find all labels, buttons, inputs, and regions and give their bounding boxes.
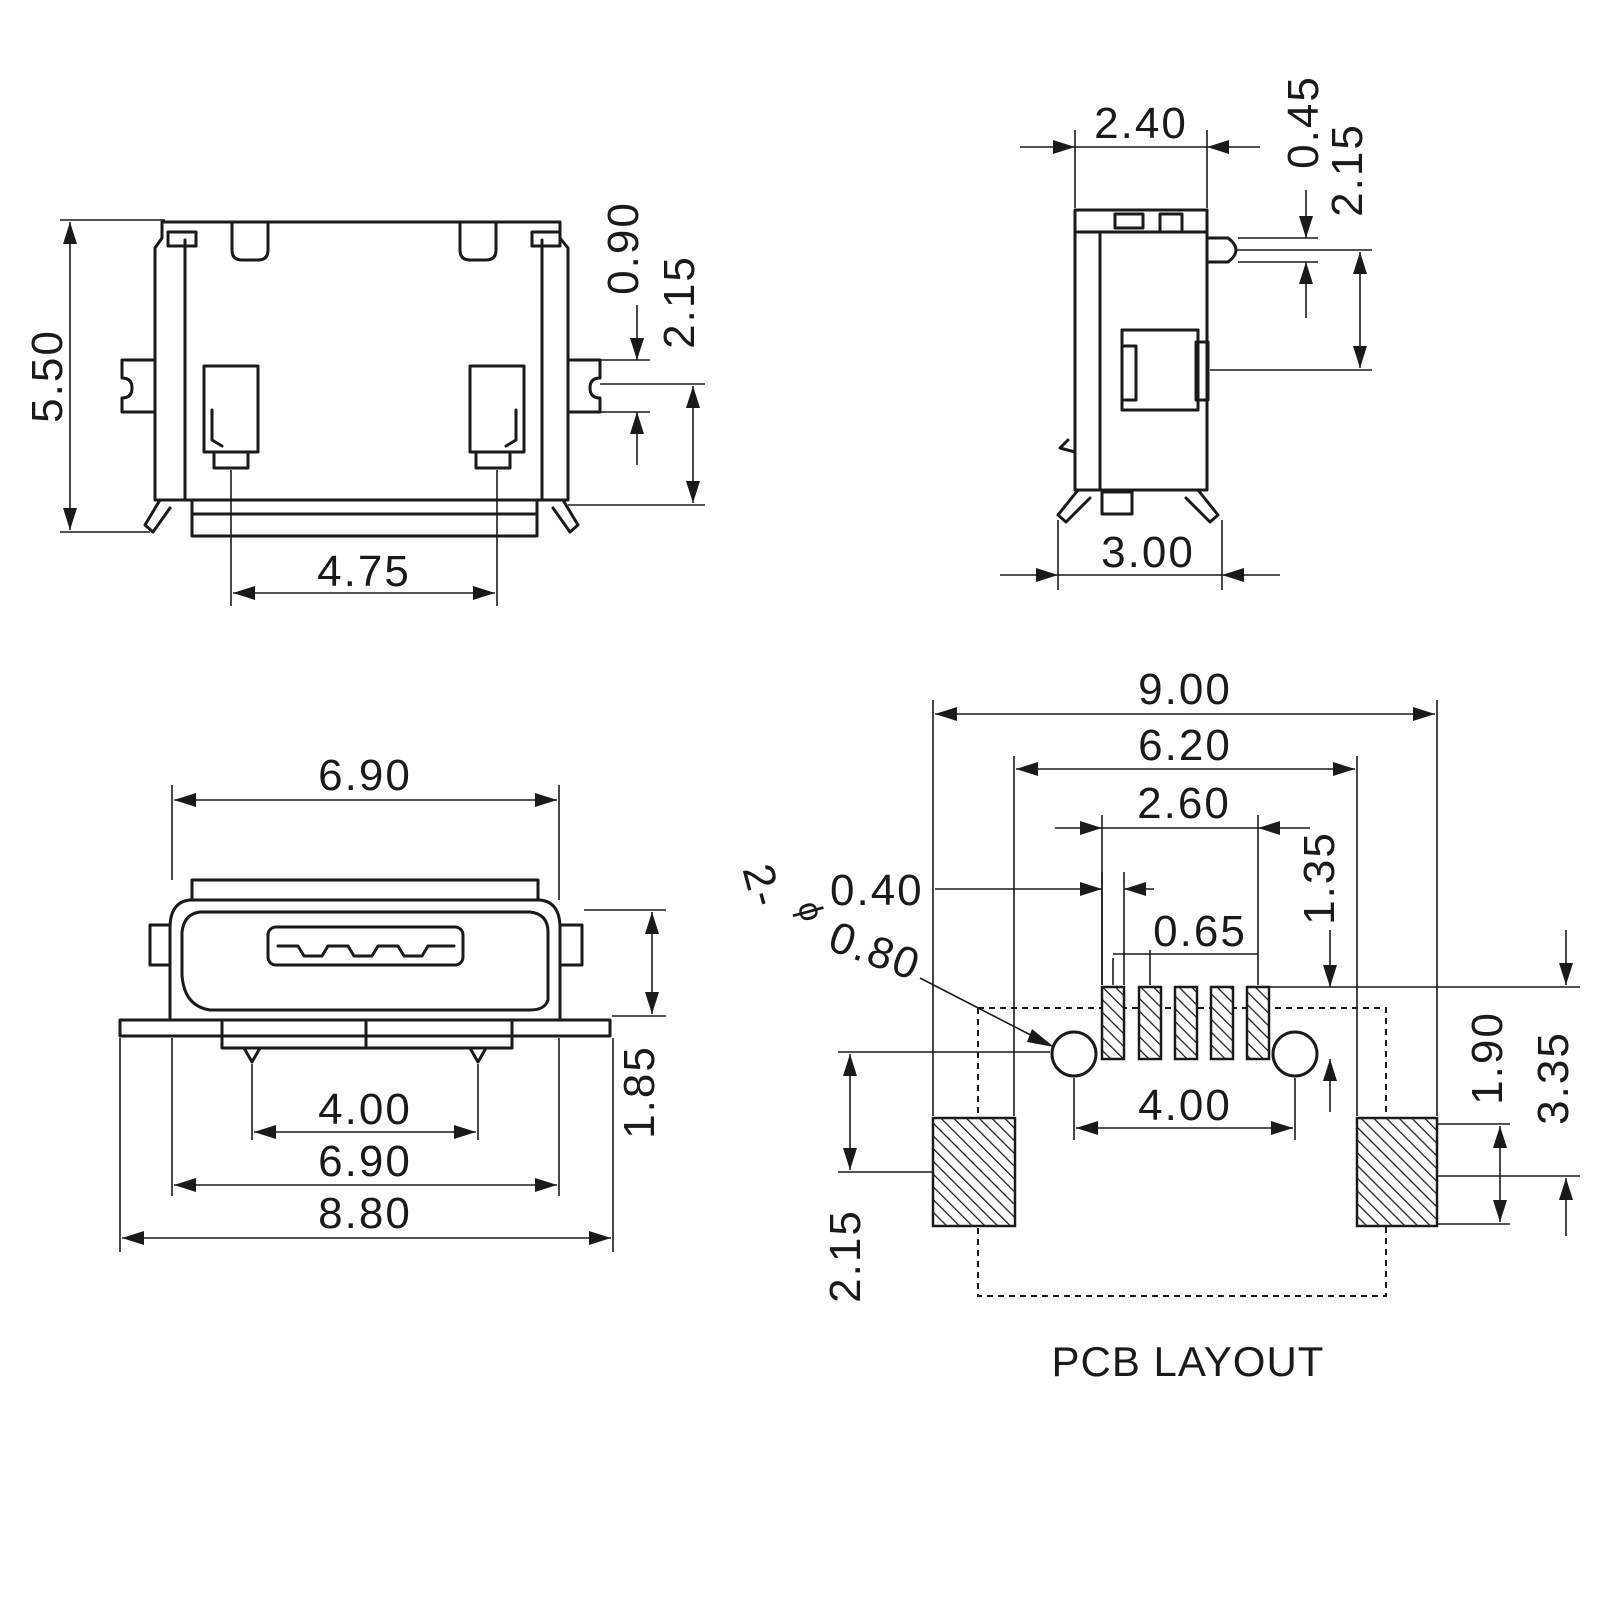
anchor-pad-right (1355, 1116, 1439, 1228)
anchor-pad-left (931, 1116, 1017, 1228)
top-view-body-outline (153, 220, 570, 502)
dim-top-pad-pitch: 4.75 (317, 547, 411, 596)
dim-top-slot-gap: 0.90 (599, 201, 648, 295)
side-view-body (1073, 208, 1209, 492)
locating-hole-left (1050, 1030, 1098, 1078)
signal-pad-1 (1100, 985, 1126, 1061)
dim-pcb-hole-dia: 0.80 (823, 912, 928, 990)
hole-note-symbol: ϕ (790, 897, 832, 927)
front-view: 6.90 4.00 6.90 8.80 1.85 (118, 751, 666, 1252)
dim-front-height: 1.85 (615, 1045, 664, 1139)
dim-pcb-pad-length: 1.35 (1295, 831, 1344, 925)
pcb-layout: 9.00 6.20 2.60 0.40 0.65 2- ϕ 0.80 (733, 665, 1580, 1385)
signal-pad-2 (1137, 985, 1163, 1061)
signal-pad-5 (1245, 985, 1271, 1061)
dim-front-body-width: 6.90 (318, 751, 412, 800)
signal-pad-3 (1173, 985, 1199, 1061)
left-ear (120, 358, 157, 414)
dim-side-width: 2.40 (1094, 99, 1188, 148)
dim-front-overall-width: 8.80 (318, 1189, 412, 1238)
dim-pcb-overall-width: 9.00 (1138, 665, 1232, 714)
dim-front-post-pitch: 4.00 (318, 1085, 412, 1134)
front-view-shell (168, 898, 562, 1022)
locating-hole-right (1271, 1030, 1319, 1078)
dim-pcb-anchor-to-pads: 3.35 (1529, 1031, 1578, 1125)
dim-pcb-signal-span: 2.60 (1137, 779, 1231, 828)
top-view: 5.50 0.90 2.15 4.75 (23, 201, 705, 606)
signal-pad-4 (1209, 985, 1235, 1061)
dim-top-height: 5.50 (23, 329, 72, 423)
dim-side-foot-span: 3.00 (1101, 528, 1195, 577)
dim-pcb-pad-pitch: 0.65 (1153, 907, 1247, 956)
side-view: 2.40 0.45 2.15 3.00 (1000, 75, 1372, 590)
hole-note-qty: 2- (733, 859, 791, 913)
dim-top-slot-height: 2.15 (655, 255, 704, 349)
dim-side-pin-height: 2.15 (1323, 123, 1372, 217)
dim-pcb-anchor-to-hole: 1.90 (1463, 1011, 1512, 1105)
front-view-opening (180, 910, 550, 1012)
dim-side-pin-offset: 0.45 (1279, 75, 1328, 169)
dim-pcb-inner-span: 6.20 (1138, 721, 1232, 770)
dim-front-shell-width: 6.90 (318, 1137, 412, 1186)
right-ear (566, 358, 602, 414)
pcb-layout-caption: PCB LAYOUT (1052, 1338, 1325, 1385)
dim-pcb-hole-pitch: 4.00 (1138, 1081, 1232, 1130)
dim-pcb-pad-width: 0.40 (830, 866, 924, 915)
dim-pcb-anchor-pad-height: 2.15 (821, 1209, 870, 1303)
